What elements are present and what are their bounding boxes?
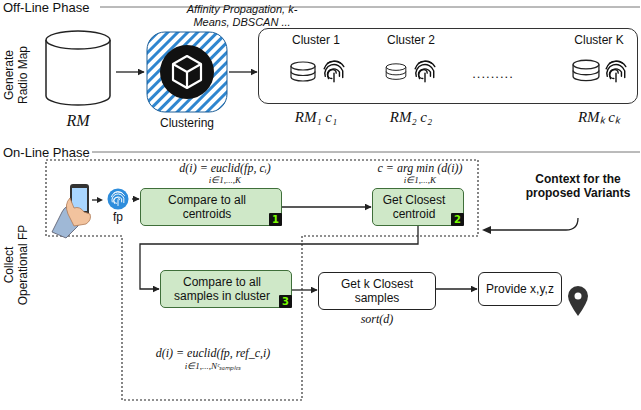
clustering-icon [147,32,227,112]
cluster-icons [324,61,344,82]
clustering-step: Clustering [145,30,229,130]
node-text: Provide x,y,z [486,282,554,296]
callout-number: 3 [279,295,292,308]
node-text: RMₖ cₖ [556,109,641,125]
location-pin [568,286,588,316]
phase-rule [92,152,640,153]
cluster-icons [606,61,626,82]
connector-arrow [436,288,477,289]
cluster-item: Cluster KRMₖ cₖ [562,31,636,127]
phase-rule [92,7,640,152]
process-box: Compare to all centroids1 [140,188,282,226]
hand-phone-icon [97,197,103,203]
clustering-icon [147,32,227,112]
formula-subscript: i∈1,...,K [350,175,490,186]
phase-rule [100,7,640,8]
formula: d(i) = euclid(fp, cᵢ) [145,161,305,175]
node-text: Get Closest centroid [379,193,449,221]
clustering-icon [173,56,201,88]
callout-number: 2 [451,213,464,226]
connector-arrow [132,198,139,199]
clustering-icon [173,64,201,88]
cluster-icons [386,64,406,80]
phase-heading: Off-Line Phase [3,0,89,15]
node-text: RM₂ c₂ [368,109,454,125]
hand-phone-icon [52,184,103,238]
node-text: Compare to all samples in cluster [167,275,277,303]
connector-arrow [229,71,257,72]
output-box: Provide x,y,z [478,272,562,306]
formula: d(i) = euclid(fp, ref_c,i) [126,346,300,360]
clustering-icon [160,45,214,99]
cluster-item: Cluster 1RM₁ c₁ [279,31,353,127]
cluster-icons [291,60,626,82]
connector-arrow [116,71,144,72]
location-pin [568,286,588,316]
location-pin [575,293,582,300]
side-label: Collect Operational FP [2,217,32,313]
connector-arrow [282,206,371,207]
connector-arrow [292,289,317,290]
node-text: RM₁ c₁ [273,109,359,125]
context-arrow [482,218,578,234]
node-text: Cluster 2 [368,33,454,47]
node-text: Clustering [135,116,239,130]
database-cylinder [46,31,110,49]
cluster-icons [291,62,315,81]
fingerprint-icon [108,189,129,210]
context-outline [46,160,478,400]
process-box: Get k Closest samples [318,272,436,310]
cluster-icons [415,61,435,82]
context-note: Context for the proposed Variants [518,172,638,200]
node-text: Cluster 1 [273,33,359,47]
callout-number: 1 [269,213,282,226]
formula: sort(d) [318,312,436,326]
cluster-container: .........Cluster 1RM₁ c₁Cluster 2RM₂ c₂C… [258,28,638,104]
node-text: Compare to all centroids [147,193,267,221]
context-arrow [490,218,578,230]
hand-phone-icon [66,198,90,226]
node-text: fp [100,210,136,224]
database: RM [40,28,116,128]
formula-subscript: i∈1,...,K [145,175,305,186]
cluster-icons [573,60,599,80]
method-note: Affinity Propagation, k-Means, DBSCAN ..… [180,3,304,29]
node-text: ......... [447,67,539,81]
context-arrow [482,226,491,234]
cluster-item: Cluster 2RM₂ c₂ [374,31,448,127]
formula-subscript: i∈1,...,Nᶜₛₐₘₚₗₑₛ [126,361,300,372]
side-label: Generate Radio Map [2,40,32,110]
node-text: RM [40,112,116,130]
clustering-icon [173,56,201,88]
fingerprint-input: fp [104,187,132,225]
node-text: Get k Closest samples [325,277,429,305]
fingerprint-icon [108,189,129,210]
process-box: Compare to all samples in cluster3 [160,270,292,308]
fingerprint-icon [111,192,124,206]
database-cylinder [46,31,110,105]
formula: c = arg min (d(i)) [350,161,490,175]
node-text: Cluster K [556,33,641,47]
process-box: Get Closest centroid2 [372,188,464,226]
phase-heading: On-Line Phase [3,145,90,160]
